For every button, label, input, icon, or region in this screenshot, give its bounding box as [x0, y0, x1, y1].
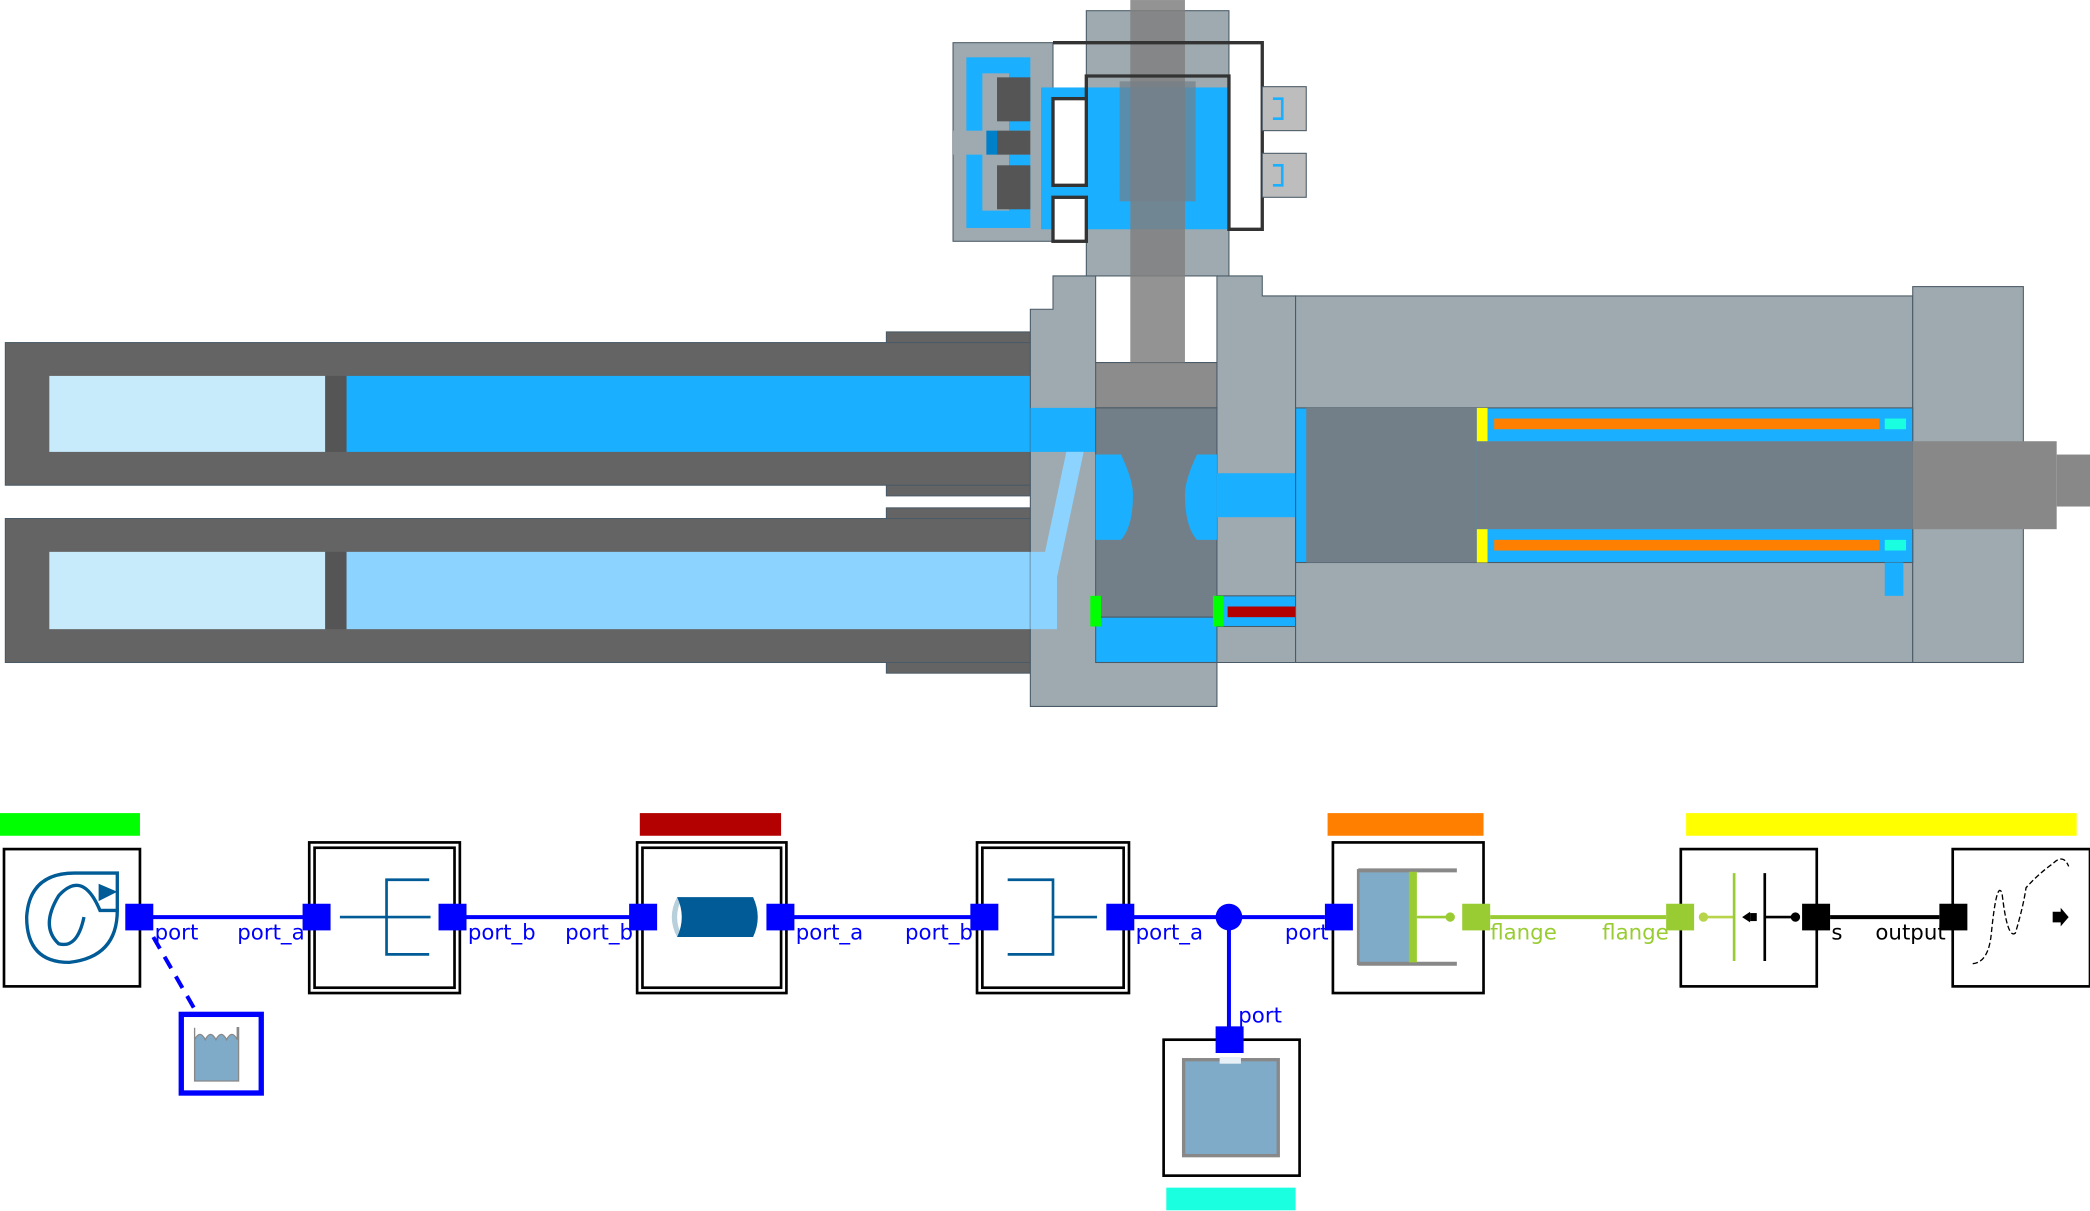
cylinder-flange[interactable] — [1462, 903, 1491, 931]
pipe-highlight-bar — [639, 813, 782, 836]
restriction1-port-b[interactable] — [438, 903, 467, 931]
restriction1-port-a[interactable] — [302, 903, 331, 931]
port-label: port_a — [796, 921, 863, 946]
flange-label: flange — [1490, 921, 1557, 946]
pump-block[interactable] — [2, 847, 142, 988]
output-arrow-icon — [2052, 907, 2069, 927]
junction-node — [1215, 903, 1243, 931]
pipe-port-a[interactable] — [766, 903, 795, 931]
tank-highlight-bar — [1166, 1187, 1296, 1211]
port-label: port_a — [1136, 921, 1203, 946]
restriction-icon — [1007, 878, 1097, 956]
tank-icon — [1181, 1058, 1280, 1158]
flange-label: flange — [1602, 921, 1669, 946]
signal-curve-icon — [1972, 858, 2070, 965]
restriction-block-2[interactable] — [975, 841, 1131, 995]
restriction2-port-b[interactable] — [970, 903, 999, 931]
restriction2-port-a[interactable] — [1106, 903, 1135, 931]
pipe-block[interactable] — [635, 841, 788, 995]
restriction-icon — [339, 878, 431, 956]
hydraulic-cylinder — [1295, 286, 2090, 664]
liquid-tank-icon — [193, 1027, 240, 1082]
piston-icon — [1356, 868, 1457, 966]
tank-port[interactable] — [1215, 1026, 1244, 1054]
pipe-icon — [671, 897, 758, 938]
source-output[interactable] — [1939, 903, 1968, 931]
sensor-flange[interactable] — [1666, 903, 1695, 931]
upper-pipe — [4, 331, 1034, 497]
cylinder-chamber-block[interactable] — [1331, 841, 1485, 995]
pipe-port-b[interactable] — [629, 903, 658, 931]
port-label: port — [155, 921, 199, 946]
cross-section-animation — [4, 0, 2090, 708]
position-sensor-icon — [1698, 873, 1801, 962]
sensor-highlight-bar — [1686, 813, 2077, 836]
port-label: port_b — [565, 921, 633, 946]
port-label: port_b — [468, 921, 536, 946]
restriction-block-1[interactable] — [307, 841, 462, 995]
position-sensor-block[interactable] — [1679, 847, 1819, 988]
port-label: port — [1238, 1003, 1282, 1028]
pump-highlight-bar — [0, 813, 140, 836]
cylinder-port[interactable] — [1324, 903, 1353, 931]
signal-label: s — [1831, 921, 1842, 946]
pump-port[interactable] — [125, 903, 154, 931]
lower-pipe — [4, 507, 1034, 674]
sensor-output-s[interactable] — [1802, 903, 1831, 931]
schematic-diagram: port port_a port_b port_b port_a port_b … — [0, 813, 2090, 1211]
pilot-valve — [952, 0, 1307, 363]
pump-icon — [24, 871, 119, 965]
tank-block[interactable] — [1162, 1038, 1301, 1177]
signal-label: output — [1875, 921, 1945, 946]
signal-source-block[interactable] — [1951, 847, 2090, 988]
port-label: port_b — [905, 921, 973, 946]
port-label: port — [1285, 921, 1329, 946]
medium-reservoir-block[interactable] — [178, 1011, 264, 1096]
cylinder-highlight-bar — [1327, 813, 1484, 836]
port-label: port_a — [237, 921, 304, 946]
